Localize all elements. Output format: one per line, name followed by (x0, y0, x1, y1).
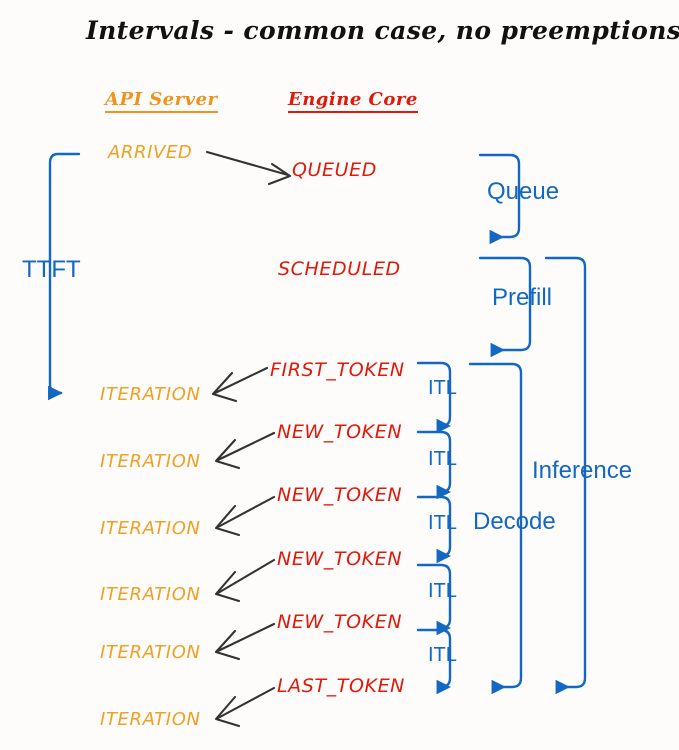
arrow-last-token-to-iteration (214, 686, 276, 728)
interval-label-itl-5: ITL (428, 644, 457, 666)
engine-event-queued: QUEUED (292, 159, 378, 181)
interval-label-itl-4: ITL (428, 580, 457, 602)
engine-event-new-token-1: NEW_TOKEN (277, 421, 403, 443)
api-event-iteration-3: ITERATION (100, 518, 201, 539)
engine-event-new-token-3: NEW_TOKEN (277, 548, 403, 570)
interval-label-itl-3: ITL (428, 512, 457, 534)
arrow-arrived-to-queued (205, 150, 292, 186)
arrow-new-token-to-iteration-2 (214, 495, 276, 537)
column-header-engine-core: Engine Core (288, 91, 418, 113)
engine-event-new-token-4: NEW_TOKEN (277, 611, 403, 633)
engine-event-new-token-2: NEW_TOKEN (277, 484, 403, 506)
arrow-new-token-to-iteration-3 (214, 558, 276, 603)
api-event-iteration-5: ITERATION (100, 642, 201, 663)
interval-label-prefill: Prefill (492, 284, 553, 311)
arrow-first-token-to-iteration (211, 366, 269, 403)
arrow-new-token-to-iteration-1 (214, 431, 276, 470)
api-event-iteration-6: ITERATION (100, 709, 201, 730)
api-event-iteration-4: ITERATION (100, 584, 201, 605)
api-event-iteration-1: ITERATION (100, 384, 201, 405)
api-event-iteration-2: ITERATION (100, 451, 201, 472)
interval-label-decode: Decode (473, 508, 556, 535)
interval-label-itl-1: ITL (428, 377, 457, 399)
page-title: Intervals - common case, no preemptions (86, 16, 679, 45)
column-header-api-server: API Server (105, 91, 218, 113)
engine-event-last-token: LAST_TOKEN (277, 675, 405, 697)
interval-label-queue: Queue (487, 178, 560, 205)
interval-label-inference: Inference (532, 457, 633, 484)
engine-event-first-token: FIRST_TOKEN (270, 359, 405, 381)
engine-event-scheduled: SCHEDULED (278, 258, 401, 280)
interval-label-ttft: TTFT (22, 256, 81, 283)
arrow-new-token-to-iteration-4 (214, 622, 276, 661)
interval-label-itl-2: ITL (428, 448, 457, 470)
api-event-arrived: ARRIVED (108, 142, 193, 163)
